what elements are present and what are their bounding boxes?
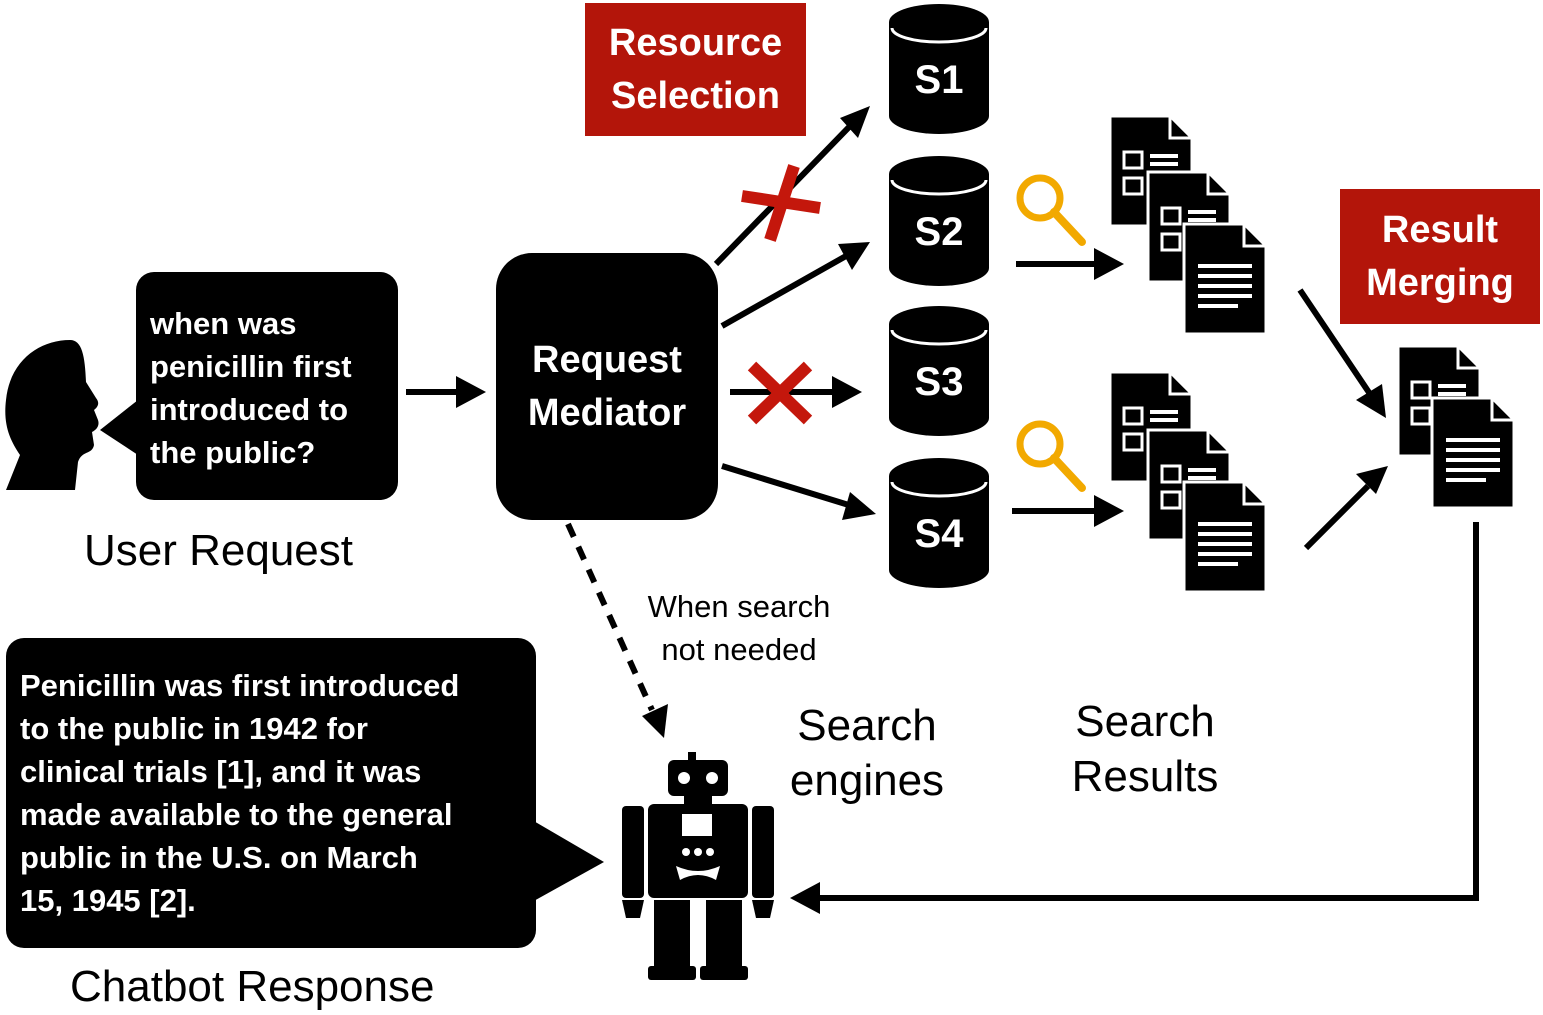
request-mediator-box: Request Mediator [496, 253, 718, 520]
chatbot-response-line: 15, 1945 [2]. [20, 883, 196, 918]
search-engines-caption-line: Search [797, 701, 937, 750]
resource-selection-line: Resource [608, 21, 783, 64]
chatbot-response-line: clinical trials [1], and it was [20, 754, 422, 789]
search-engines-caption: Search engines [770, 698, 964, 808]
result-merging-line: Result [1381, 208, 1499, 251]
user-request-caption: User Request [84, 526, 354, 575]
bypass-note-line: not needed [661, 632, 817, 667]
search-engine-s1: S1 [889, 60, 989, 100]
robot-icon [622, 752, 774, 980]
result-merging-line: Merging [1366, 261, 1514, 304]
chatbot-response-line: to the public in 1942 for [20, 711, 368, 746]
search-results-caption-line: Search [1075, 697, 1215, 746]
bot-bubble-tail [532, 820, 604, 902]
chatbot-response-line: public in the U.S. on March [20, 840, 418, 875]
bypass-note: When search not needed [626, 585, 852, 671]
search-engine-s3: S3 [889, 362, 989, 402]
search-engine-s4: S4 [889, 514, 989, 554]
bypass-arrow [565, 522, 668, 738]
resource-selection-label: Resource Selection [585, 3, 806, 136]
search-results-caption: Search Results [1050, 694, 1240, 804]
chatbot-response-caption: Chatbot Response [70, 962, 435, 1011]
resource-selection-line: Selection [611, 74, 780, 117]
search-results-caption-line: Results [1071, 752, 1219, 801]
mediator-label-line: Mediator [527, 391, 687, 434]
user-request-line: when was [150, 306, 297, 341]
chatbot-response-line: Penicillin was first introduced [20, 668, 460, 703]
cross-mark-icon [747, 361, 813, 425]
user-request-line: the public? [150, 435, 316, 470]
cross-mark-icon [741, 164, 821, 242]
search-engine-label: S4 [914, 512, 964, 556]
search-engine-label: S3 [914, 360, 964, 404]
search-engine-label: S2 [914, 210, 964, 254]
chatbot-response-bubble: Penicillin was first introduced to the p… [6, 638, 536, 948]
bypass-note-line: When search [647, 589, 831, 624]
mediator-label-line: Request [532, 338, 682, 381]
document-stack-icon [1110, 372, 1266, 592]
magnifier-icon [1020, 424, 1082, 488]
search-engines-caption-line: engines [789, 756, 945, 805]
result-merging-label: Result Merging [1340, 189, 1540, 324]
user-request-bubble: when was penicillin first introduced to … [136, 272, 398, 500]
user-head-icon [5, 340, 99, 490]
document-stack-icon [1398, 346, 1514, 508]
search-engine-label: S1 [914, 58, 964, 102]
user-request-line: introduced to [150, 392, 349, 427]
user-request-line: penicillin first [150, 349, 352, 384]
document-stack-icon [1110, 116, 1266, 334]
user-bubble-tail [100, 400, 138, 455]
chatbot-response-line: made available to the general [20, 797, 453, 832]
magnifier-icon [1020, 178, 1082, 242]
search-engine-s2: S2 [889, 212, 989, 252]
